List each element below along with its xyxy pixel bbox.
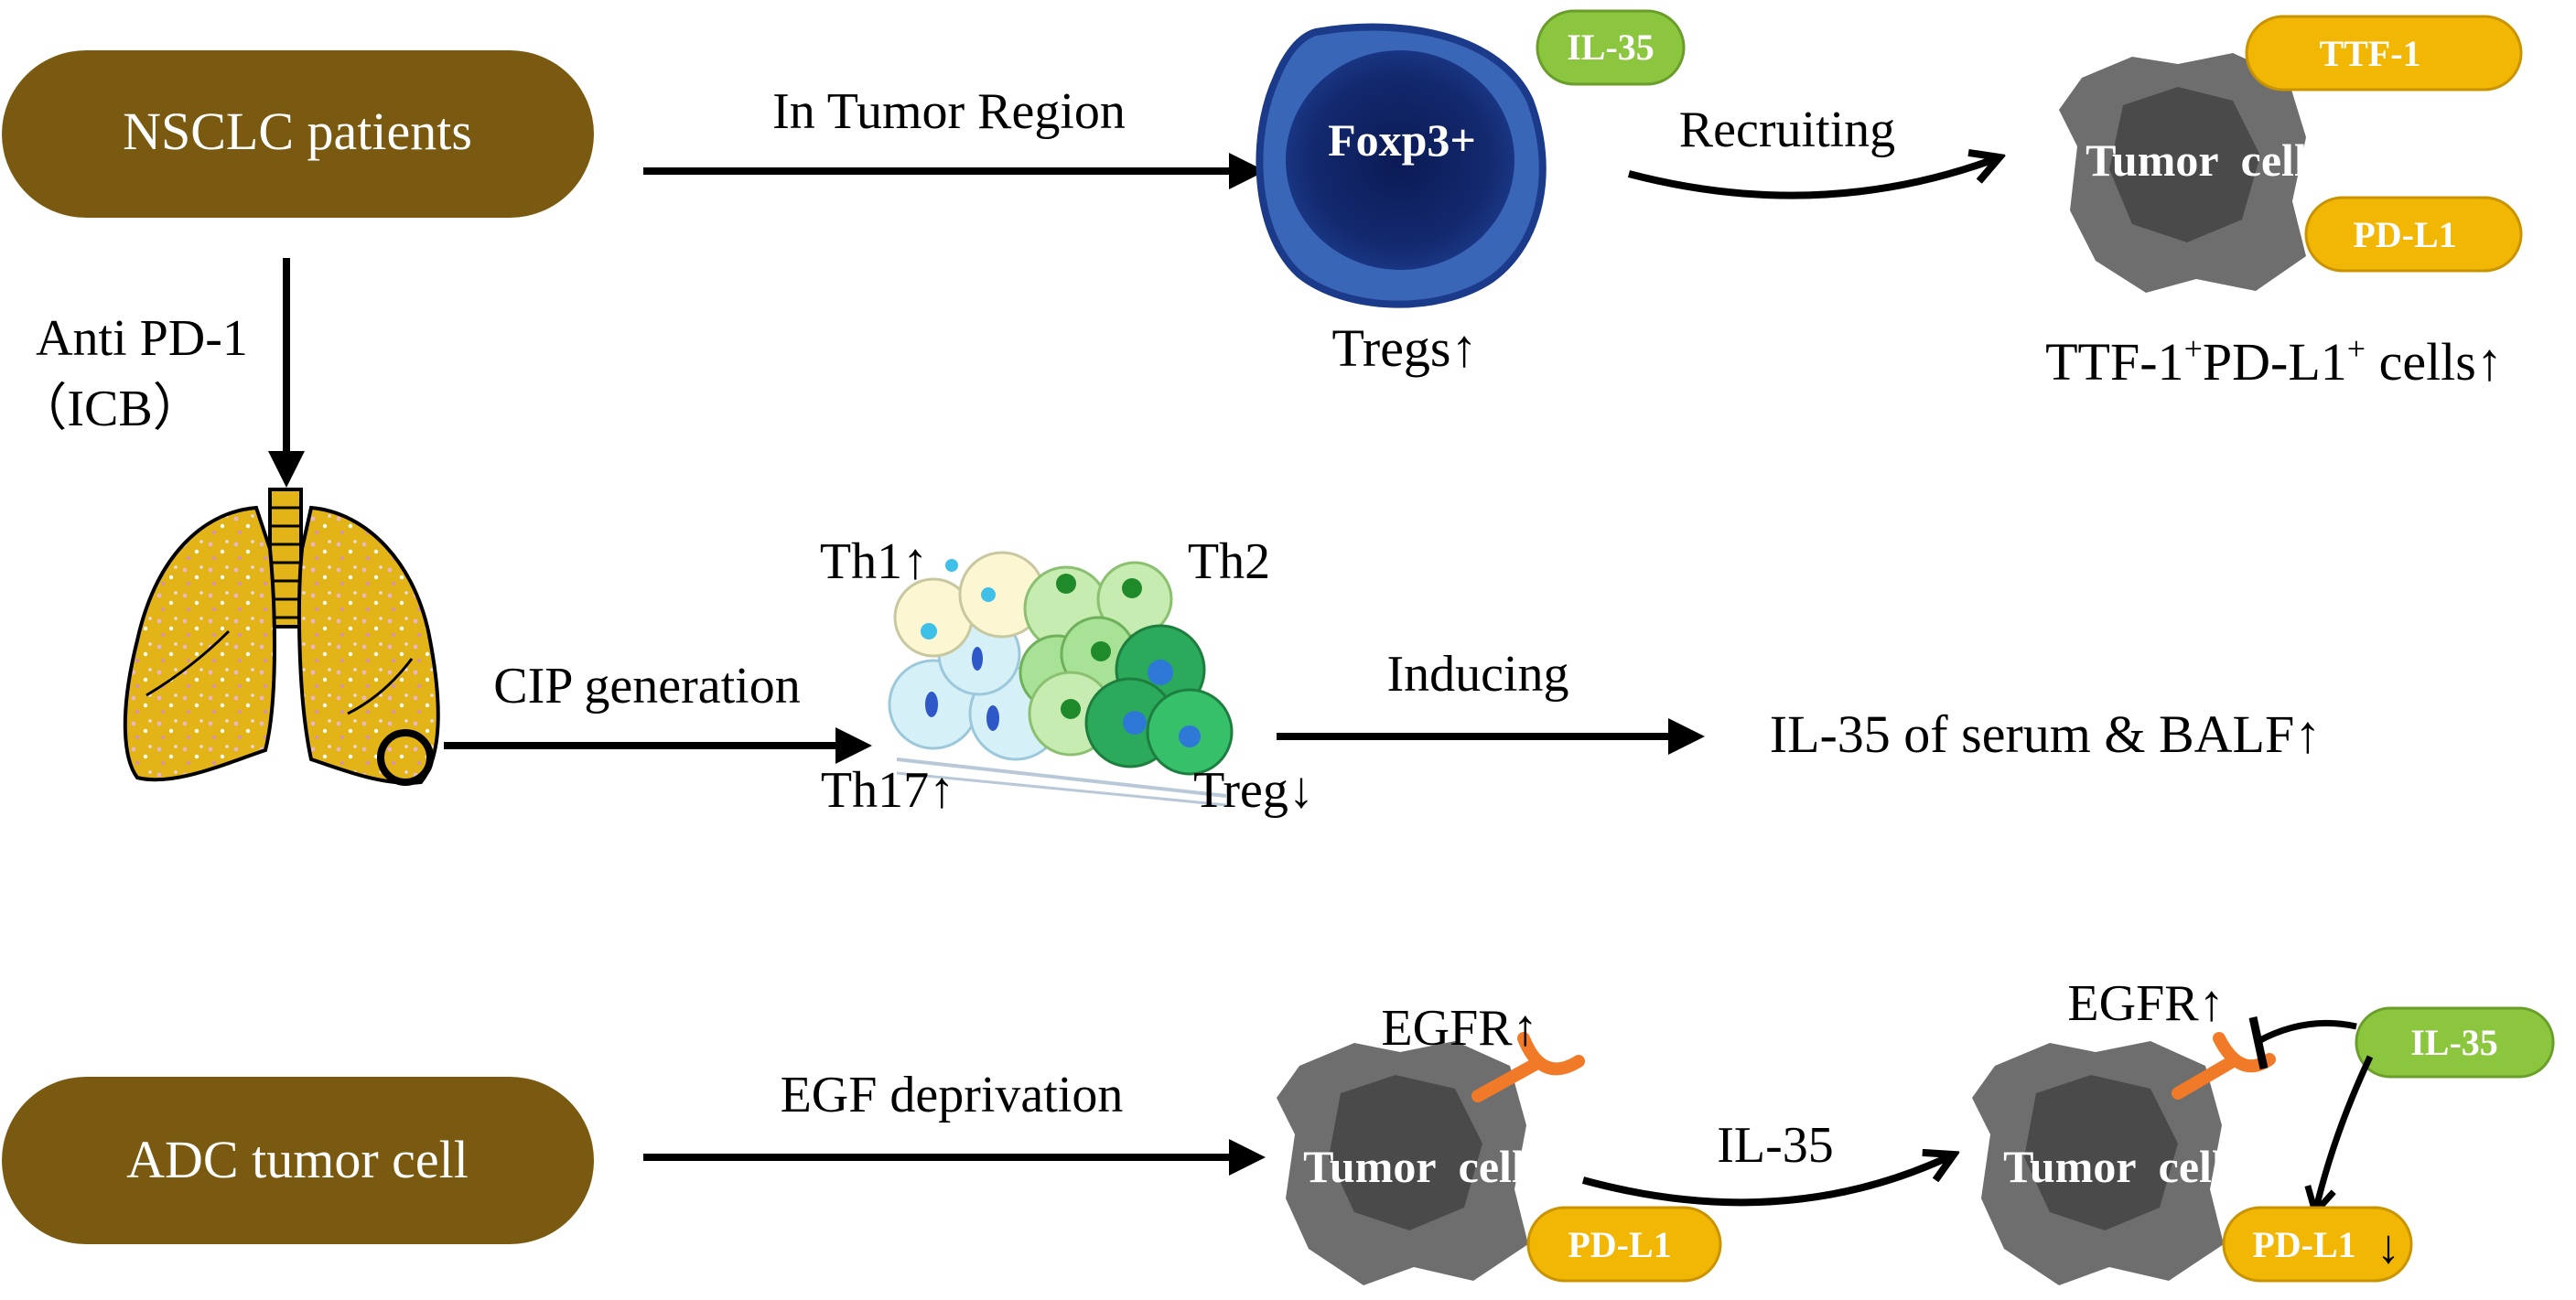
il35-tag-top-label: IL-35 bbox=[1567, 27, 1654, 68]
caption-cells: cells↑ bbox=[2366, 332, 2503, 392]
egf-deprivation-label: EGF deprivation bbox=[781, 1067, 1124, 1123]
pdl1-tag-bottom-1: PD-L1 bbox=[1526, 1206, 1722, 1283]
nsclc-patients-label: NSCLC patients bbox=[123, 102, 472, 161]
pdl1-tag-top-label: PD-L1 bbox=[2353, 214, 2456, 255]
inducing-arrow: Inducing bbox=[1277, 646, 1705, 755]
tumor-cell-bottom-2-label: Tumor cell bbox=[2003, 1141, 2225, 1192]
th2-label: Th2 bbox=[1188, 533, 1270, 590]
pdl1-tag-bottom-2-label: PD-L1 bbox=[2252, 1224, 2355, 1265]
adc-tumor-cell-node: ADC tumor cell bbox=[2, 1077, 594, 1244]
in-tumor-region-label: In Tumor Region bbox=[772, 83, 1126, 140]
lungs-icon bbox=[123, 488, 440, 786]
nsclc-patients-node: NSCLC patients bbox=[2, 50, 594, 218]
pdl1-tag-top: PD-L1 bbox=[2304, 196, 2523, 273]
cip-generation-arrow: CIP generation bbox=[444, 658, 872, 764]
ttf1-tag-label: TTF-1 bbox=[2319, 33, 2420, 74]
il35-tag-bottom: IL-35 bbox=[2355, 1006, 2555, 1079]
egf-deprivation-arrow: EGF deprivation bbox=[643, 1067, 1266, 1176]
egfr-label-1: EGFR↑ bbox=[1381, 1000, 1537, 1057]
treg-down-label: Treg↓ bbox=[1193, 762, 1314, 819]
adc-tumor-cell-label: ADC tumor cell bbox=[126, 1130, 469, 1189]
foxp3-label: Foxp3+ bbox=[1328, 114, 1476, 166]
t-cell-cluster bbox=[888, 551, 1234, 807]
caption-pdl1: PD-L1 bbox=[2203, 332, 2347, 392]
ttf1-pdl1-cells-caption: TTF-1+PD-L1+ cells↑ bbox=[2045, 330, 2503, 392]
il35-tag-top: IL-35 bbox=[1536, 9, 1686, 86]
ttf1-tag: TTF-1 bbox=[2245, 15, 2523, 91]
cip-generation-label: CIP generation bbox=[493, 658, 800, 714]
tumor-cell-bottom-1-label: Tumor cell bbox=[1303, 1141, 1525, 1192]
recruiting-label: Recruiting bbox=[1679, 102, 1895, 158]
il35-arrow-label: IL-35 bbox=[1717, 1117, 1834, 1174]
inducing-label: Inducing bbox=[1386, 646, 1568, 703]
caption-sup1: + bbox=[2184, 330, 2203, 367]
tumor-cell-bottom-1: Tumor cell bbox=[1277, 1041, 1528, 1285]
anti-pd1-label: Anti PD-1 bbox=[36, 310, 248, 367]
pdl1-tag-bottom-2: PD-L1 ↓ bbox=[2222, 1206, 2413, 1283]
tumor-cell-bottom-2: Tumor cell bbox=[1972, 1041, 2225, 1285]
tregs-caption: Tregs↑ bbox=[1331, 318, 1477, 378]
caption-ttf1: TTF-1 bbox=[2045, 332, 2183, 392]
th17-label: Th17↑ bbox=[821, 762, 954, 819]
egfr-receptor-1-icon bbox=[1471, 1032, 1585, 1102]
th1-label: Th1↑ bbox=[820, 533, 928, 590]
pdl1-down-arrow: ↓ bbox=[2377, 1221, 2400, 1273]
il35-curved-arrow: IL-35 bbox=[1581, 1117, 1954, 1207]
icb-label: （ICB） bbox=[16, 381, 203, 437]
pdl1-tag-bottom-1-label: PD-L1 bbox=[1568, 1224, 1671, 1265]
caption-sup2: + bbox=[2347, 330, 2366, 367]
il35-to-pdl1-arrow bbox=[2315, 1055, 2374, 1212]
egfr-label-2: EGFR↑ bbox=[2067, 975, 2224, 1032]
il35-serum-balf-label: IL-35 of serum & BALF↑ bbox=[1770, 704, 2322, 764]
anti-pd1-arrow: Anti PD-1 （ICB） bbox=[16, 258, 305, 488]
arrow-to-treg: In Tumor Region bbox=[643, 83, 1266, 189]
tumor-cell-top-label: Tumor cell bbox=[2086, 134, 2307, 186]
lesion-circle bbox=[377, 729, 434, 786]
tumor-cell-top: Tumor cell bbox=[2059, 53, 2307, 293]
recruiting-arrow: Recruiting bbox=[1627, 102, 1999, 199]
il35-inhibition-line bbox=[2248, 1016, 2357, 1069]
il35-tag-bottom-label: IL-35 bbox=[2410, 1022, 2498, 1063]
treg-cell: Foxp3+ bbox=[1256, 23, 1547, 308]
